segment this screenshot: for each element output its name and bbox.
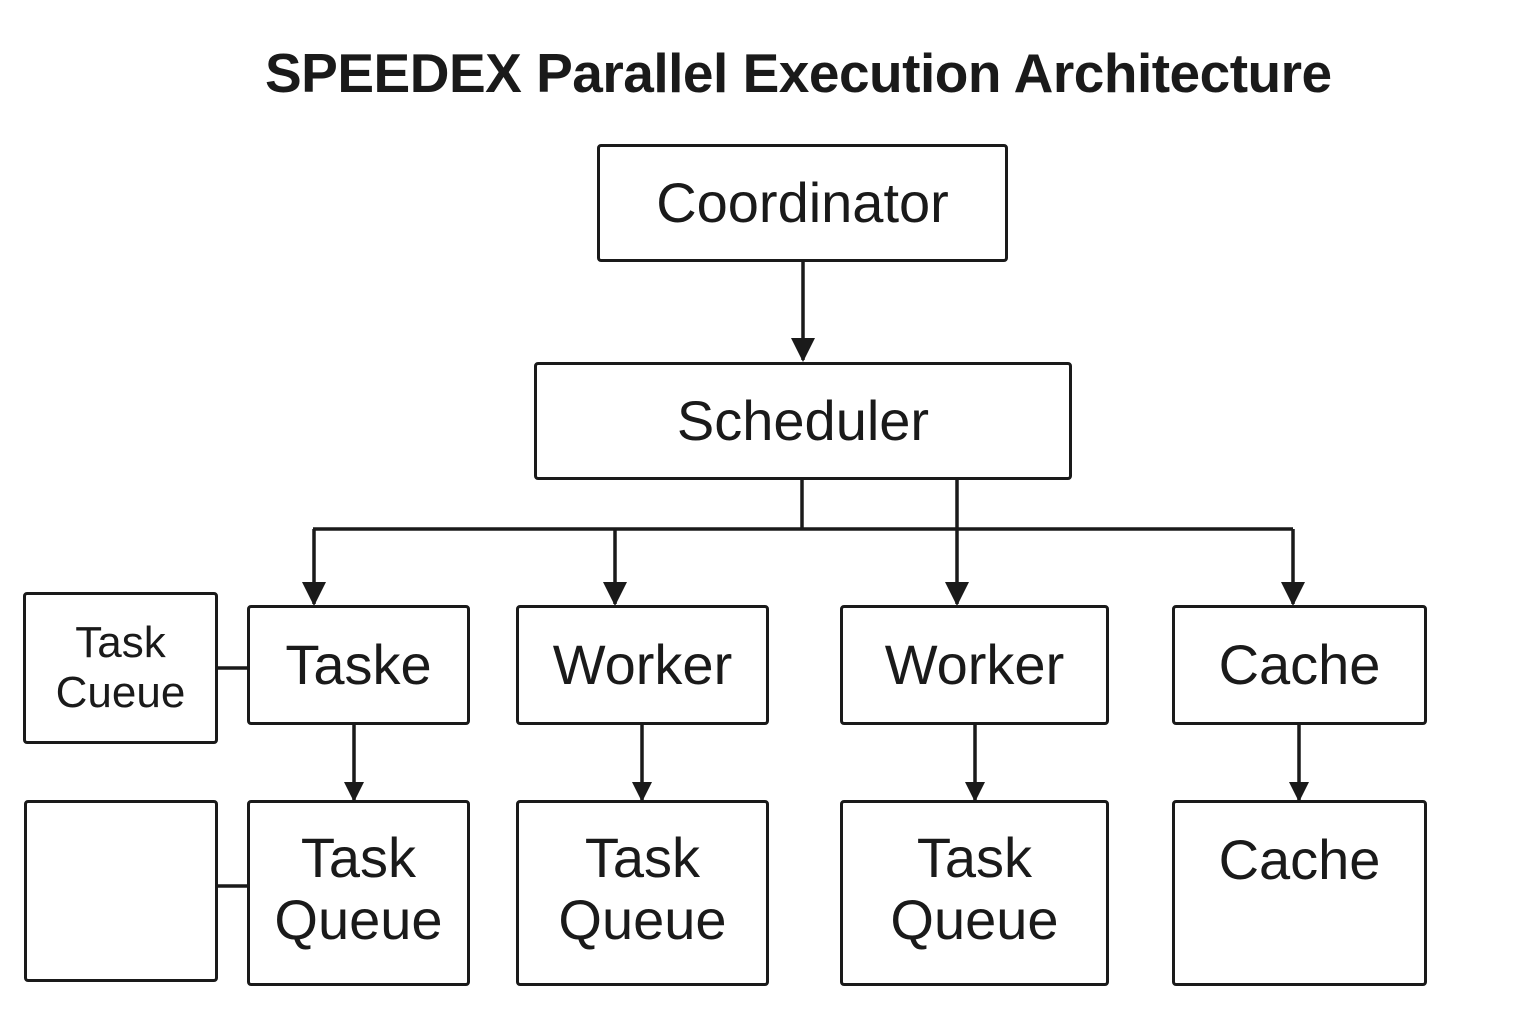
diagram-title: SPEEDEX Parallel Execution Architecture: [265, 42, 1332, 104]
worker-1-label: Worker: [552, 633, 733, 696]
task-queue-box-1: Task Queue: [247, 800, 470, 986]
cache-box-2: Cache: [1172, 800, 1427, 986]
task-queue-box-2: Task Queue: [516, 800, 769, 986]
task-queue-2-line1: Task: [584, 826, 701, 889]
side-task-queue-box: Task Cueue: [23, 592, 218, 744]
worker-2-label: Worker: [884, 633, 1065, 696]
task-queue-2-line2: Queue: [558, 888, 727, 951]
cache-box-1: Cache: [1172, 605, 1427, 725]
side-empty-box: [24, 800, 218, 982]
coordinator-box: Coordinator: [597, 144, 1008, 262]
taske-box: Taske: [247, 605, 470, 725]
side-task-queue-line2: Cueue: [55, 668, 186, 717]
task-queue-3-line1: Task: [916, 826, 1033, 889]
worker-box-2: Worker: [840, 605, 1109, 725]
task-queue-1-line1: Task: [300, 826, 417, 889]
coordinator-label: Coordinator: [656, 171, 949, 234]
scheduler-label: Scheduler: [676, 389, 930, 452]
task-queue-box-3: Task Queue: [840, 800, 1109, 986]
task-queue-3-line2: Queue: [890, 888, 1059, 951]
worker-box-1: Worker: [516, 605, 769, 725]
taske-label: Taske: [285, 633, 432, 696]
cache-2-label: Cache: [1218, 828, 1381, 891]
side-task-queue-line1: Task: [75, 618, 166, 667]
task-queue-1-line2: Queue: [274, 888, 443, 951]
cache-1-label: Cache: [1218, 633, 1381, 696]
scheduler-box: Scheduler: [534, 362, 1072, 480]
